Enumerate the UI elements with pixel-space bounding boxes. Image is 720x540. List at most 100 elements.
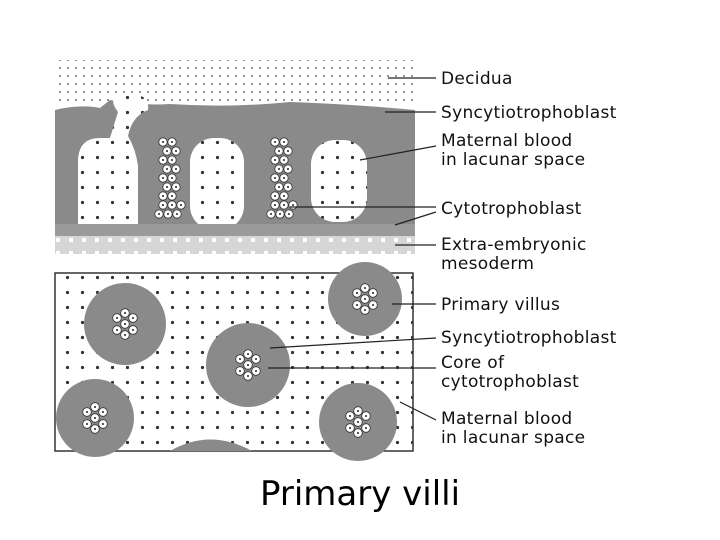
- cell-nucleus: [274, 204, 276, 206]
- cell-nucleus: [166, 168, 168, 170]
- label-syncytiotrophoblast-bottom: Syncytiotrophoblast: [441, 328, 617, 348]
- cell-nucleus: [247, 353, 249, 355]
- cell-nucleus: [86, 411, 88, 413]
- cell-nucleus: [102, 423, 104, 425]
- cell-nucleus: [158, 213, 160, 215]
- label-primary-villus: Primary villus: [441, 295, 560, 315]
- cell-nucleus: [283, 159, 285, 161]
- cell-nucleus: [278, 168, 280, 170]
- cell-nucleus: [175, 186, 177, 188]
- cell-nucleus: [349, 415, 351, 417]
- cell-nucleus: [372, 304, 374, 306]
- cell-nucleus: [365, 415, 367, 417]
- cell-nucleus: [171, 204, 173, 206]
- label-extra-embryonic-line1: Extra-embryonic: [441, 235, 587, 255]
- cell-nucleus: [175, 150, 177, 152]
- cytotrophoblast-column-1: [154, 137, 186, 219]
- cell-nucleus: [180, 204, 182, 206]
- cell-nucleus: [176, 213, 178, 215]
- cell-nucleus: [239, 358, 241, 360]
- cytotrophoblast-shell: [55, 224, 415, 238]
- label-extra-embryonic-line2: mesoderm: [441, 254, 534, 274]
- label-core-line2: cytotrophoblast: [441, 372, 579, 392]
- cell-nucleus: [349, 427, 351, 429]
- top-labels: [290, 77, 437, 246]
- cell-nucleus: [364, 309, 366, 311]
- cell-nucleus: [287, 150, 289, 152]
- cytotrophoblast-column-2: [266, 137, 298, 219]
- cell-nucleus: [132, 329, 134, 331]
- cell-nucleus: [372, 292, 374, 294]
- cell-nucleus: [278, 186, 280, 188]
- label-core-line1: Core of: [441, 353, 505, 373]
- cell-nucleus: [364, 298, 366, 300]
- cell-nucleus: [86, 423, 88, 425]
- cell-nucleus: [175, 168, 177, 170]
- lacuna-1: [78, 93, 149, 230]
- cell-nucleus: [279, 213, 281, 215]
- leader-cytotrophoblast-b: [394, 211, 437, 226]
- cell-nucleus: [274, 195, 276, 197]
- cell-nucleus: [274, 159, 276, 161]
- cell-nucleus: [255, 358, 257, 360]
- cell-nucleus: [116, 317, 118, 319]
- extra-embryonic-mesoderm-layer: [55, 236, 415, 254]
- figure-caption: Primary villi: [259, 474, 461, 514]
- label-cytotrophoblast: Cytotrophoblast: [441, 199, 582, 219]
- cell-nucleus: [162, 204, 164, 206]
- top-panel: [55, 60, 415, 254]
- leader-maternal-blood-bottom: [399, 401, 437, 421]
- cell-nucleus: [357, 432, 359, 434]
- cell-nucleus: [283, 177, 285, 179]
- cell-nucleus: [255, 370, 257, 372]
- cell-nucleus: [287, 186, 289, 188]
- bottom-labels: [268, 303, 437, 421]
- cell-nucleus: [364, 287, 366, 289]
- cell-nucleus: [270, 213, 272, 215]
- cell-nucleus: [287, 168, 289, 170]
- cell-nucleus: [171, 195, 173, 197]
- cell-nucleus: [162, 177, 164, 179]
- cell-nucleus: [357, 421, 359, 423]
- cell-nucleus: [292, 204, 294, 206]
- label-maternal-blood-line1: Maternal blood: [441, 131, 573, 151]
- cell-nucleus: [247, 375, 249, 377]
- cell-nucleus: [288, 213, 290, 215]
- cell-nucleus: [283, 195, 285, 197]
- leader-maternal-blood: [359, 145, 437, 161]
- cell-nucleus: [162, 195, 164, 197]
- label-syncytiotrophoblast: Syncytiotrophoblast: [441, 103, 617, 123]
- cell-nucleus: [357, 410, 359, 412]
- cell-nucleus: [132, 317, 134, 319]
- cell-nucleus: [124, 323, 126, 325]
- cell-nucleus: [356, 292, 358, 294]
- cell-nucleus: [171, 159, 173, 161]
- cell-nucleus: [239, 370, 241, 372]
- cell-nucleus: [274, 177, 276, 179]
- label-decidua: Decidua: [441, 69, 513, 89]
- cell-nucleus: [283, 141, 285, 143]
- cell-nucleus: [94, 417, 96, 419]
- lacuna-2: [190, 138, 244, 230]
- cell-nucleus: [102, 411, 104, 413]
- villus-6: [170, 439, 252, 451]
- cell-nucleus: [94, 406, 96, 408]
- cell-nucleus: [283, 204, 285, 206]
- cell-nucleus: [171, 141, 173, 143]
- cell-nucleus: [167, 213, 169, 215]
- cell-nucleus: [247, 364, 249, 366]
- label-maternal-blood-bottom-line2: in lacunar space: [441, 428, 585, 448]
- label-maternal-blood-bottom-line1: Maternal blood: [441, 409, 573, 429]
- cell-nucleus: [162, 141, 164, 143]
- cell-nucleus: [166, 150, 168, 152]
- cell-nucleus: [166, 186, 168, 188]
- cell-nucleus: [171, 177, 173, 179]
- cell-nucleus: [162, 159, 164, 161]
- cell-nucleus: [116, 329, 118, 331]
- cell-nucleus: [94, 428, 96, 430]
- cell-nucleus: [356, 304, 358, 306]
- villus-cores: [82, 283, 378, 438]
- lacuna-3: [311, 140, 367, 222]
- cell-nucleus: [278, 150, 280, 152]
